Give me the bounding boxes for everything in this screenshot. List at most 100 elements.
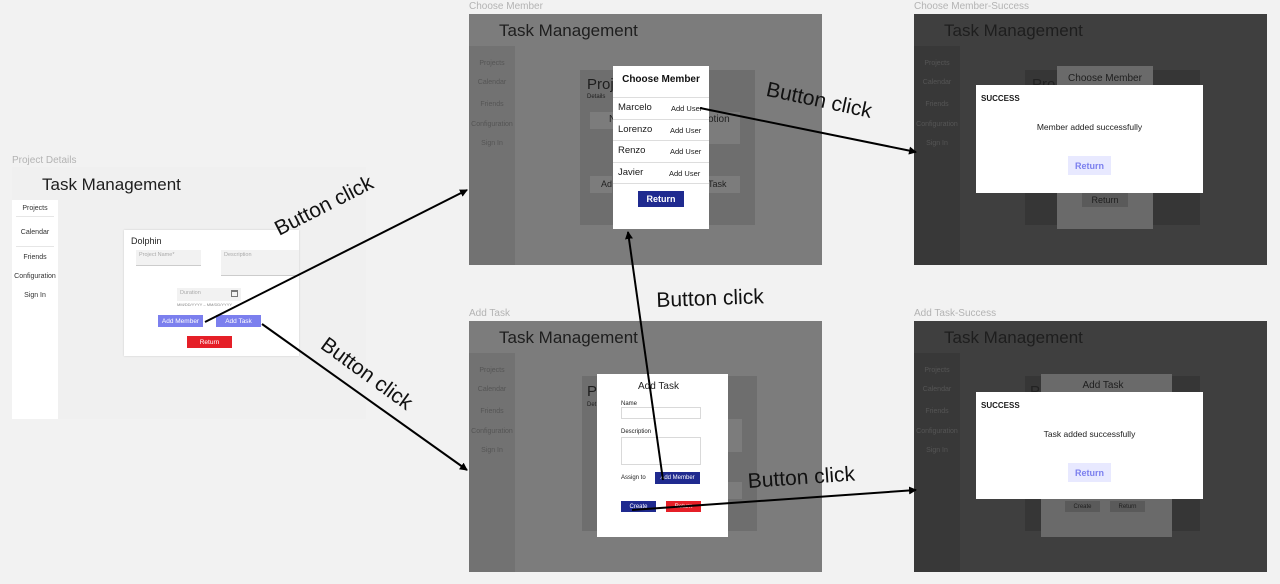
divider xyxy=(16,246,54,247)
divider xyxy=(16,216,54,217)
member-name: Renzo xyxy=(618,145,646,156)
background-subheading: Det xyxy=(587,402,597,408)
background-subheading: Details xyxy=(587,94,606,100)
annotation-button-click: Button click xyxy=(656,285,765,312)
success-message: Member added successfully xyxy=(1036,122,1143,132)
add-user-button[interactable]: Add User xyxy=(669,169,701,178)
sidebar-item-sign-in[interactable]: Sign In xyxy=(481,140,503,147)
app-title: Task Management xyxy=(499,21,638,40)
sidebar-item-friends[interactable]: Friends xyxy=(480,408,504,415)
sidebar-item-friends[interactable]: Friends xyxy=(480,101,504,108)
app-title: Task Management xyxy=(944,21,1083,40)
member-name: Lorenzo xyxy=(618,124,653,135)
add-user-button[interactable]: Add User xyxy=(670,126,702,135)
project-name: Dolphin xyxy=(131,236,162,246)
background-return-button: Return xyxy=(1110,501,1145,512)
background-field: otion xyxy=(708,112,740,144)
sidebar-item-sign-in[interactable]: Sign In xyxy=(926,140,948,147)
frame-add-task-success: Task Management Projects Calendar Friend… xyxy=(914,321,1267,572)
sidebar: Projects Calendar Friends Configuration … xyxy=(914,46,960,265)
sidebar-item-sign-in[interactable]: Sign In xyxy=(926,447,948,454)
list-item: Renzo Add User xyxy=(613,140,709,162)
assign-label: Assign to xyxy=(621,475,646,481)
list-item: Javier Add User xyxy=(613,162,709,184)
frame-choose-member: Task Management Projects Calendar Friend… xyxy=(469,14,822,265)
add-member-button[interactable]: Add Member xyxy=(158,315,203,327)
background-field: N xyxy=(590,112,616,129)
frame-label-choose-member: Choose Member xyxy=(469,1,543,12)
sidebar-item-calendar[interactable]: Calendar xyxy=(20,229,50,236)
success-heading: SUCCESS xyxy=(981,94,1020,103)
frame-label-choose-member-success: Choose Member-Success xyxy=(914,1,1030,12)
list-item: Marcelo Add User xyxy=(613,97,709,119)
add-user-button[interactable]: Add User xyxy=(671,104,703,113)
sidebar-item-projects[interactable]: Projects xyxy=(22,205,48,212)
sidebar-item-calendar[interactable]: Calendar xyxy=(922,79,952,86)
return-button[interactable]: Return xyxy=(1068,463,1111,482)
sidebar-item-friends[interactable]: Friends xyxy=(925,101,949,108)
sidebar-item-configuration[interactable]: Configuration xyxy=(14,273,56,280)
background-button: Task xyxy=(708,176,740,193)
background-heading: P xyxy=(587,383,598,400)
choose-member-modal: Choose Member Marcelo Add User Lorenzo A… xyxy=(613,66,709,229)
description-label: Description xyxy=(621,429,652,435)
arrow-add-member-to-choose-member-modal xyxy=(625,231,664,481)
sidebar-item-calendar[interactable]: Calendar xyxy=(477,79,507,86)
sidebar-item-projects[interactable]: Projects xyxy=(479,367,505,374)
app-title: Task Management xyxy=(499,328,638,347)
calendar-icon xyxy=(231,290,238,297)
frame-choose-member-success: Task Management Projects Calendar Friend… xyxy=(914,14,1267,265)
member-name: Javier xyxy=(618,167,644,178)
sidebar-item-projects[interactable]: Projects xyxy=(479,60,505,67)
member-name: Marcelo xyxy=(618,102,652,113)
modal-title: Choose Member xyxy=(622,74,700,85)
create-button[interactable]: Create xyxy=(621,501,656,512)
sidebar-item-configuration[interactable]: Configuration xyxy=(471,428,513,435)
add-task-button[interactable]: Add Task xyxy=(216,315,261,327)
frame-label-add-task: Add Task xyxy=(469,308,510,319)
sidebar-item-projects[interactable]: Projects xyxy=(924,367,950,374)
sidebar-item-sign-in[interactable]: Sign In xyxy=(481,447,503,454)
sidebar-item-calendar[interactable]: Calendar xyxy=(922,386,952,393)
background-create-button: Create xyxy=(1065,501,1100,512)
sidebar-item-friends[interactable]: Friends xyxy=(23,254,47,261)
app-title: Task Management xyxy=(42,175,181,194)
add-user-button[interactable]: Add User xyxy=(670,147,702,156)
add-task-modal: Add Task Name Description Assign to Add … xyxy=(597,374,728,537)
arrow-add-user-to-member-success xyxy=(699,107,917,155)
date-format: MM/DD/YYYY – MM/DD/YYYY xyxy=(177,302,233,307)
sidebar: Projects Calendar Friends Configuration … xyxy=(12,200,58,419)
frame-project-details: Task Management Projects Calendar Friend… xyxy=(12,167,366,419)
project-name-input[interactable]: Project Name* xyxy=(136,250,201,266)
duration-placeholder: Duration xyxy=(180,290,201,296)
return-button[interactable]: Return xyxy=(1068,156,1111,175)
sidebar-item-calendar[interactable]: Calendar xyxy=(477,386,507,393)
success-dialog: SUCCESS Member added successfully Return xyxy=(976,85,1203,193)
description-input[interactable]: Description xyxy=(221,250,299,276)
sidebar-item-configuration[interactable]: Configuration xyxy=(471,121,513,128)
modal-title: Add Task xyxy=(638,381,679,392)
sidebar-item-sign-in[interactable]: Sign In xyxy=(24,292,46,299)
arrow-add-task-to-add-task xyxy=(261,323,468,471)
add-member-button[interactable]: Add Member xyxy=(655,472,700,484)
return-button[interactable]: Return xyxy=(187,336,232,348)
sidebar: Projects Calendar Friends Configuration … xyxy=(469,353,515,572)
background-modal-title: Choose Member xyxy=(1068,73,1142,84)
sidebar-item-configuration[interactable]: Configuration xyxy=(916,428,958,435)
success-dialog: SUCCESS Task added successfully Return xyxy=(976,392,1203,499)
return-button[interactable]: Return xyxy=(638,191,684,207)
background-return-button: Return xyxy=(1082,192,1128,207)
list-item: Lorenzo Add User xyxy=(613,119,709,141)
duration-input[interactable]: Duration xyxy=(177,288,241,301)
project-card: Dolphin Project Name* Description Durati… xyxy=(124,230,299,356)
app-title: Task Management xyxy=(944,328,1083,347)
background-modal-title: Add Task xyxy=(1082,380,1124,391)
arrow-create-to-task-success xyxy=(631,486,917,511)
sidebar: Projects Calendar Friends Configuration … xyxy=(914,353,960,572)
sidebar-item-friends[interactable]: Friends xyxy=(925,408,949,415)
sidebar-item-configuration[interactable]: Configuration xyxy=(916,121,958,128)
name-input[interactable] xyxy=(621,407,701,419)
arrow-add-member-to-choose-member xyxy=(204,189,468,323)
sidebar-item-projects[interactable]: Projects xyxy=(924,60,950,67)
